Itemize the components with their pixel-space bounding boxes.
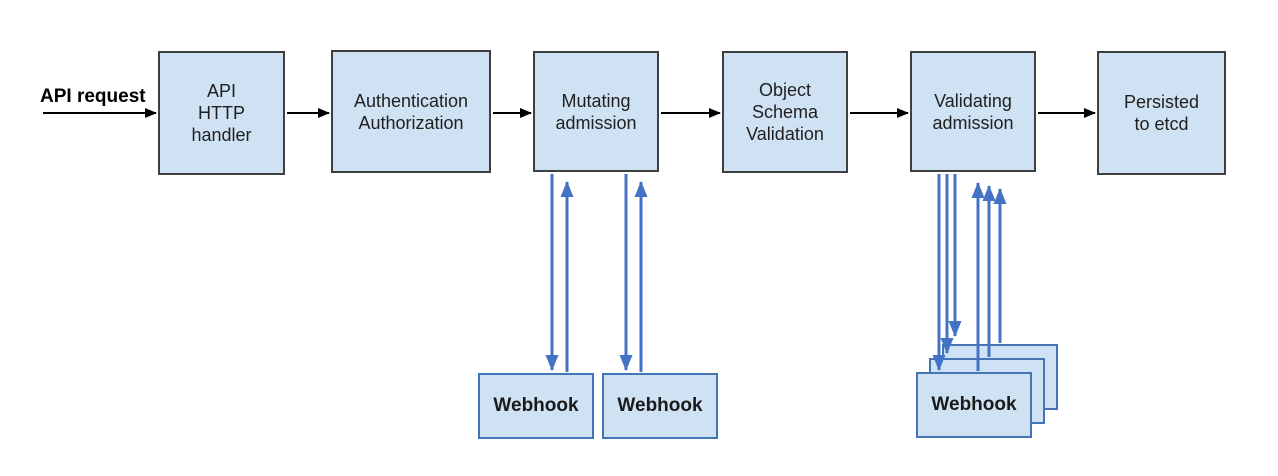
mutating-webhook-1: Webhook xyxy=(478,373,594,439)
webhook-label: Webhook xyxy=(617,395,703,416)
mutating-webhook-2: Webhook xyxy=(602,373,718,439)
node-object-schema-validation: Object Schema Validation xyxy=(722,51,848,173)
node-api-http-handler: API HTTP handler xyxy=(158,51,285,175)
node-mutating-admission: Mutating admission xyxy=(533,51,659,172)
node-persisted-to-etcd: Persisted to etcd xyxy=(1097,51,1226,175)
node-authentication-authorization: Authentication Authorization xyxy=(331,50,491,173)
node-label: Authentication Authorization xyxy=(353,90,469,133)
webhook-label: Webhook xyxy=(493,395,579,416)
validating-webhook-1: Webhook xyxy=(916,372,1032,438)
webhook-label: Webhook xyxy=(931,394,1017,415)
node-label: API HTTP handler xyxy=(191,81,252,145)
node-validating-admission: Validating admission xyxy=(910,51,1036,172)
api-request-label: API request xyxy=(40,86,146,107)
node-label: Object Schema Validation xyxy=(746,80,824,144)
node-label: Persisted to etcd xyxy=(1123,92,1200,134)
node-label: Mutating admission xyxy=(555,90,637,133)
node-label: Validating admission xyxy=(932,90,1014,133)
